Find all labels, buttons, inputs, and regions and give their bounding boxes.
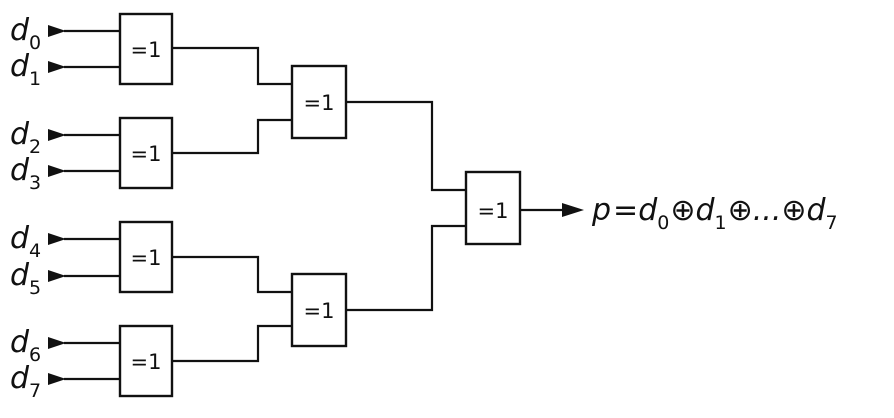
gate-box (290, 272, 348, 348)
input-label-d5: d5 (10, 258, 41, 299)
gate-box (118, 116, 174, 190)
arrowheads (48, 25, 584, 385)
gate-box (464, 170, 522, 246)
input-label-d4: d4 (10, 221, 41, 262)
wire-g4-to-g6 (172, 324, 292, 363)
arrow-d6-icon (48, 337, 66, 349)
gate-label: =1 (478, 199, 509, 223)
input-label-d1: d1 (10, 49, 41, 90)
arrow-d7-icon (48, 373, 66, 385)
wires (64, 29, 568, 381)
input-label-d7: d7 (10, 361, 41, 402)
gate-box (118, 12, 174, 86)
wire-g2-to-g5 (172, 118, 292, 155)
arrow-d2-icon (48, 129, 66, 141)
wire-g6-to-g7 (346, 224, 466, 312)
xor-gate-1: =1 (118, 12, 174, 86)
gate-label: =1 (131, 38, 162, 62)
gate-box (118, 220, 174, 294)
output-lhs: p (591, 193, 611, 228)
input-labels: d0 d1 d2 d3 d4 d5 d6 d7 (10, 13, 41, 402)
xor-gate-5: =1 (290, 64, 348, 140)
arrow-output-icon (562, 203, 584, 217)
gate-box (290, 64, 348, 140)
arrow-d3-icon (48, 165, 66, 177)
input-label-d2: d2 (10, 117, 41, 158)
output-expression: p=d0⊕d1⊕...⊕d7 (591, 193, 838, 234)
output-equals: = (613, 193, 638, 228)
xor-gate-3: =1 (118, 220, 174, 294)
xor-gate-4: =1 (118, 324, 174, 398)
arrow-d0-icon (48, 25, 66, 37)
wire-g1-to-g5 (172, 46, 292, 86)
gate-label: =1 (131, 142, 162, 166)
gate-label: =1 (131, 246, 162, 270)
gate-box (118, 324, 174, 398)
input-label-d6: d6 (10, 325, 41, 366)
arrow-d1-icon (48, 61, 66, 73)
input-label-d0: d0 (10, 13, 41, 54)
arrow-d5-icon (48, 270, 66, 282)
xor-gate-7: =1 (464, 170, 522, 246)
wire-g5-to-g7 (346, 100, 466, 192)
gate-label: =1 (304, 91, 335, 115)
gate-label: =1 (304, 299, 335, 323)
wire-g3-to-g6 (172, 255, 292, 294)
xor-gate-6: =1 (290, 272, 348, 348)
input-label-d3: d3 (10, 153, 41, 194)
gate-label: =1 (131, 350, 162, 374)
arrow-d4-icon (48, 233, 66, 245)
xor-gate-2: =1 (118, 116, 174, 190)
